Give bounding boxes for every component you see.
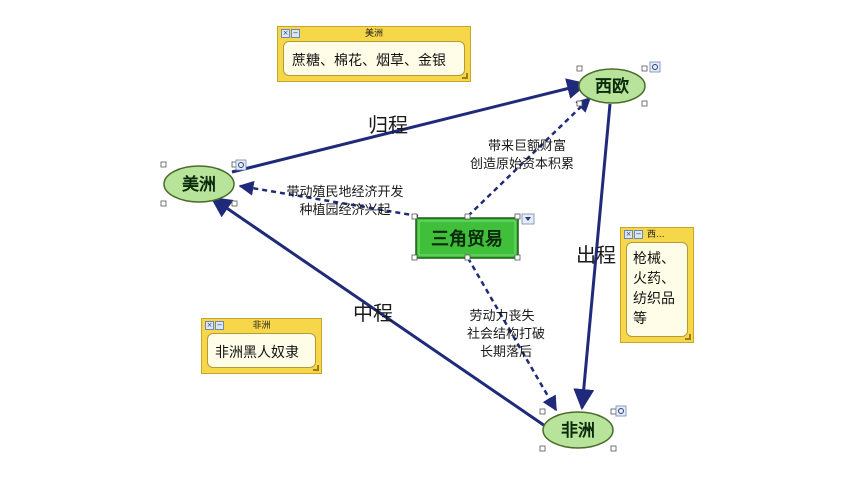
annotation-americas-line-1: 带动殖民地经济开发 xyxy=(286,184,403,200)
annotation-africa-line-3: 长期落后 xyxy=(480,345,532,360)
note-buttons: × − xyxy=(624,230,643,239)
node-label-africa: 非洲 xyxy=(561,420,595,441)
note-text: 枪械、 火药、 纺织品 等 xyxy=(633,249,675,329)
dashed-edge-americas xyxy=(238,180,419,218)
annotation-americas-line-2: 种植园经济兴起 xyxy=(299,203,390,218)
note-titlebar[interactable]: × − 美洲 xyxy=(278,27,470,41)
note-line: 纺织品 xyxy=(633,291,675,307)
node-label-west-europe: 西欧 xyxy=(595,76,629,97)
note-body[interactable]: 枪械、 火药、 纺织品 等 xyxy=(626,242,688,337)
note-line: 等 xyxy=(633,311,647,327)
resize-grip-icon[interactable] xyxy=(685,334,691,340)
node-west-europe[interactable]: 西欧 xyxy=(576,61,661,107)
note-europe-goods[interactable]: × − 西... 枪械、 火药、 纺织品 等 xyxy=(620,227,694,343)
note-buttons: × − xyxy=(281,29,300,38)
node-americas[interactable]: 美洲 xyxy=(160,159,247,207)
link-icon xyxy=(235,159,247,171)
edge-return-trip xyxy=(231,78,589,174)
edge-outbound-trip xyxy=(573,103,612,411)
resize-grip-icon[interactable] xyxy=(313,365,319,371)
note-text: 蔗糖、棉花、烟草、金银 xyxy=(292,53,446,69)
note-body[interactable]: 蔗糖、棉花、烟草、金银 xyxy=(283,41,465,76)
close-icon[interactable]: × xyxy=(205,321,214,330)
edge-label-return-trip: 归程 xyxy=(368,113,408,137)
annotation-africa-line-1: 劳动力丧失 xyxy=(469,308,534,324)
edge-label-middle-passage: 中程 xyxy=(353,301,393,325)
edge-middle-passage xyxy=(210,196,549,430)
dashed-edge-africa xyxy=(466,257,558,412)
note-titlebar[interactable]: × − 西... xyxy=(621,228,693,242)
annotation-europe-line-2: 创造原始资本积累 xyxy=(470,157,574,172)
note-africa-goods[interactable]: × − 非洲 非洲黑人奴隶 xyxy=(201,318,322,374)
note-title: 美洲 xyxy=(364,29,383,39)
node-label-center: 三角贸易 xyxy=(431,228,503,250)
note-body[interactable]: 非洲黑人奴隶 xyxy=(207,333,316,368)
annotation-europe-line-1: 带来巨额财富 xyxy=(488,138,566,154)
dashed-edge-europe xyxy=(467,96,592,217)
collapse-icon[interactable]: − xyxy=(634,230,643,239)
note-americas-goods[interactable]: × − 美洲 蔗糖、棉花、烟草、金银 xyxy=(277,26,471,82)
note-buttons: × − xyxy=(205,321,224,330)
note-line: 枪械、 xyxy=(633,251,675,267)
close-icon[interactable]: × xyxy=(624,230,633,239)
note-line: 火药、 xyxy=(633,271,675,287)
dropdown-icon[interactable] xyxy=(521,213,535,225)
annotation-africa-line-2: 社会结构打破 xyxy=(467,326,545,342)
edge-label-outbound-trip: 出程 xyxy=(576,243,616,267)
collapse-icon[interactable]: − xyxy=(291,29,300,38)
node-label-americas: 美洲 xyxy=(182,174,216,195)
node-africa[interactable]: 非洲 xyxy=(539,405,627,452)
close-icon[interactable]: × xyxy=(281,29,290,38)
note-titlebar[interactable]: × − 非洲 xyxy=(202,319,321,333)
note-title: 西... xyxy=(647,230,665,240)
link-icon xyxy=(615,405,627,417)
collapse-icon[interactable]: − xyxy=(215,321,224,330)
note-text: 非洲黑人奴隶 xyxy=(215,345,299,361)
resize-grip-icon[interactable] xyxy=(462,73,468,79)
link-icon xyxy=(649,61,661,73)
node-center[interactable]: 三角贸易 xyxy=(411,213,535,261)
note-title: 非洲 xyxy=(252,321,271,331)
